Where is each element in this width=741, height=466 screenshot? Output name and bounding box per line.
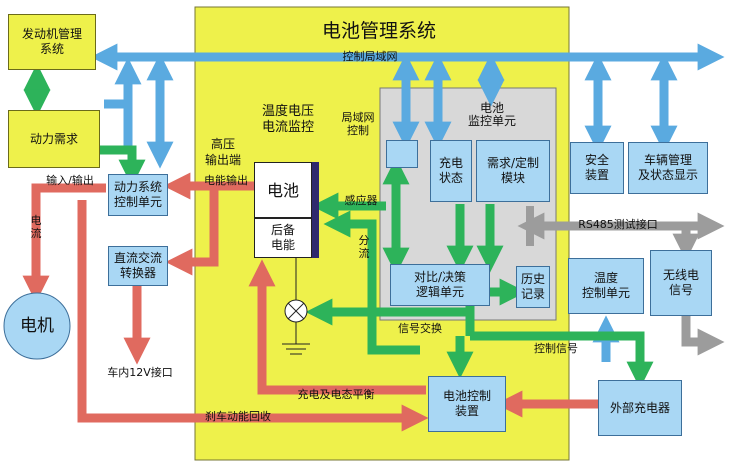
ctrl-signal-label: 控制信号 xyxy=(534,342,578,355)
power-demand-box: 动力需求 xyxy=(8,110,100,168)
battery-terminal-bar xyxy=(312,162,319,258)
lamp-symbol xyxy=(282,258,310,355)
hv-out-label: 高压 输出端 xyxy=(204,137,241,167)
temp-ctrl-box: 温度 控制单元 xyxy=(568,258,644,314)
logic-unit-box: 对比/决策 逻辑单元 xyxy=(390,264,490,306)
lan-ctrl-label: 局域网 控制 xyxy=(341,111,375,137)
lan-ctrl-box xyxy=(386,140,418,168)
io-label: 输入/输出 xyxy=(46,174,94,187)
gray-arrows xyxy=(517,206,725,356)
backup-box: 后备 电能 xyxy=(254,218,312,258)
engine-mgmt-box: 发动机管理 系统 xyxy=(8,14,96,70)
motor-label: 电机 xyxy=(20,315,54,336)
charge-balance-label: 充电及电态平衡 xyxy=(297,388,375,401)
signal-exchange-label: 信号交换 xyxy=(398,322,442,335)
charge-state-box: 充电 状态 xyxy=(430,140,472,202)
in-car-12v-label: 车内12V接口 xyxy=(107,366,173,379)
red-arrows xyxy=(22,172,598,432)
wireless-box: 无线电 信号 xyxy=(650,250,712,316)
safety-box: 安全 装置 xyxy=(570,142,624,194)
page-title: 电池管理系统 xyxy=(322,20,437,42)
green-arrows xyxy=(23,63,654,389)
sensor-label: 感应器 xyxy=(344,194,378,207)
battery-box: 电池 xyxy=(254,162,312,218)
battery-ctrl-box: 电池控制 装置 xyxy=(428,376,506,432)
energy-out-label: 电能输出 xyxy=(204,174,248,187)
lan-label: 控制局域网 xyxy=(342,50,398,63)
temp-volt-label: 温度电压 电流监控 xyxy=(261,104,314,135)
ext-charger-box: 外部充电器 xyxy=(598,380,682,436)
demand-module-box: 需求/定制 模块 xyxy=(476,140,550,202)
current-label: 电 流 xyxy=(30,214,42,240)
monitor-unit-label: 电池 监控单元 xyxy=(467,101,516,128)
vehicle-display-box: 车辆管理 及状态显示 xyxy=(628,142,708,194)
regen-label: 刹车动能回收 xyxy=(205,410,271,423)
blue-arrows xyxy=(90,43,725,362)
power-ctrl-box: 动力系统 控制单元 xyxy=(108,174,168,216)
dcac-box: 直流交流 转换器 xyxy=(108,246,168,286)
rs485-label: RS485测试接口 xyxy=(578,218,658,231)
shunt-label: 分 流 xyxy=(358,234,370,260)
history-box: 历史 记录 xyxy=(516,266,550,308)
motor-circle xyxy=(3,292,71,360)
